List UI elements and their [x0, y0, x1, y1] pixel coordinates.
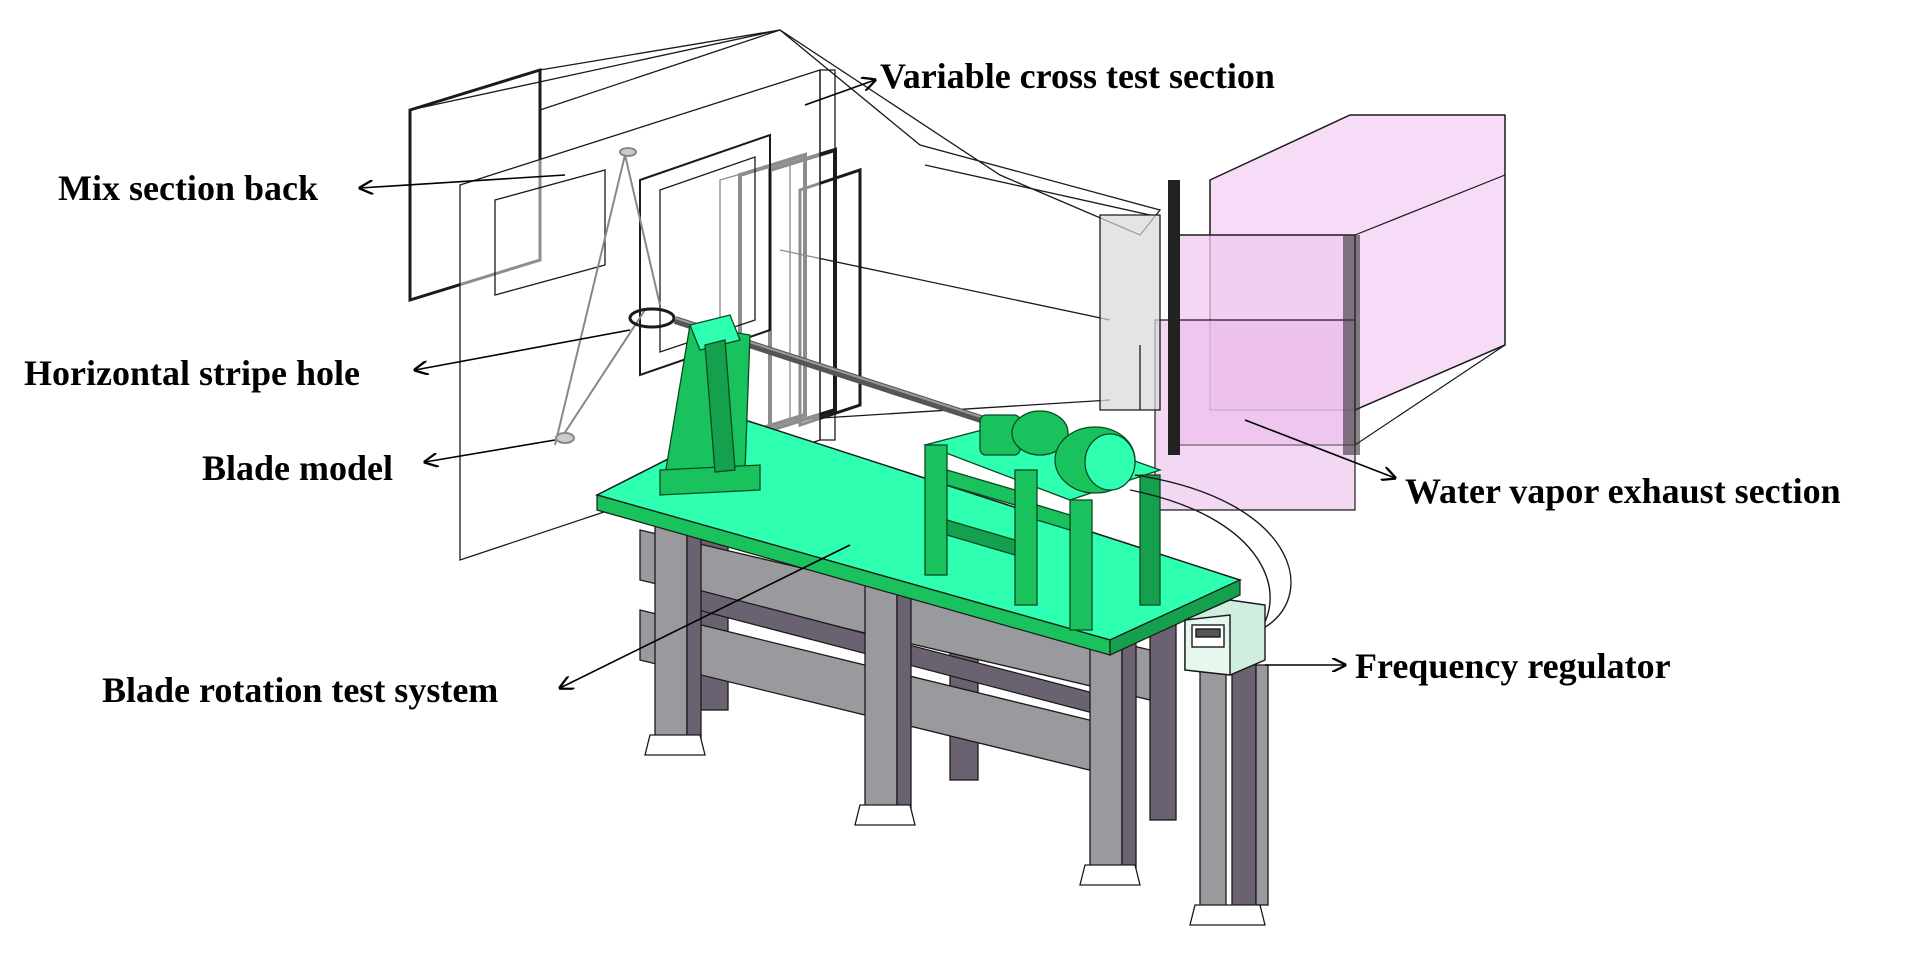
arrow-water-vapor: [1244, 419, 1395, 478]
water-vapor-exhaust-section: [1154, 114, 1506, 511]
arrow-horizontal-stripe: [415, 329, 631, 370]
arrow-mix-section: [360, 174, 566, 188]
bearing-support: [659, 314, 761, 496]
arrow-blade-model: [425, 439, 556, 462]
callout-arrows: [360, 80, 1395, 688]
table-frame: [639, 499, 1177, 886]
label-frequency-regulator: Frequency regulator: [1355, 646, 1671, 686]
exhaust-flange-right: [1343, 235, 1360, 455]
horizontal-stripe-hole: [628, 307, 676, 329]
arrow-variable-cross: [804, 80, 875, 106]
exhaust-lower-face: [1154, 319, 1356, 511]
frequency-regulator: [1184, 599, 1266, 676]
regulator-stand: [1189, 664, 1269, 926]
blade-model: [554, 147, 661, 446]
mix-front-plate-right: [819, 69, 836, 441]
motor-stand: [922, 410, 1162, 631]
label-variable-cross-test-section: Variable cross test section: [880, 56, 1275, 96]
label-blade-model: Blade model: [202, 448, 394, 488]
label-horizontal-stripe-hole: Horizontal stripe hole: [24, 353, 360, 393]
mix-inner-frame-2: [659, 156, 756, 353]
exhaust-flange: [1168, 180, 1180, 455]
label-blade-rotation-test-system: Blade rotation test system: [102, 670, 499, 710]
arrow-blade-rotation: [560, 544, 851, 688]
label-mix-section-back: Mix section back: [58, 168, 318, 208]
mix-window: [494, 169, 606, 296]
table-top-side: [1109, 579, 1241, 656]
duct-narrow-panel: [1099, 214, 1161, 411]
label-water-vapor-exhaust-section: Water vapor exhaust section: [1405, 471, 1841, 511]
